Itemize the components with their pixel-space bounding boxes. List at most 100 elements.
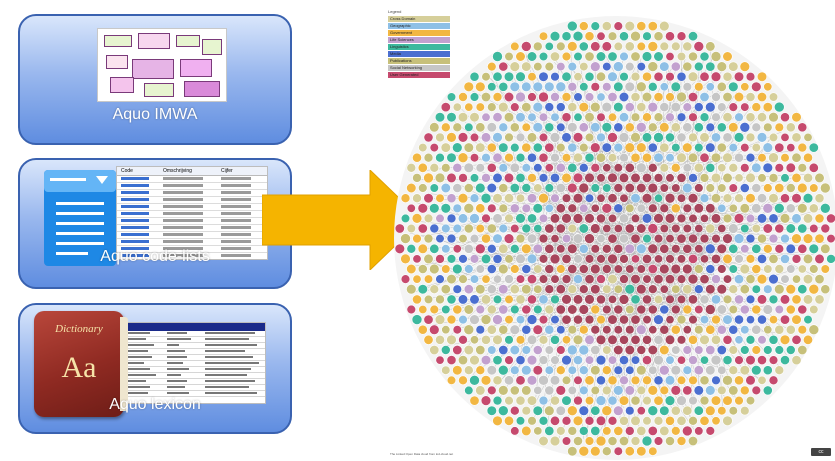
graph-node [400,213,411,223]
graph-node [613,21,624,31]
graph-node [636,264,646,274]
graph-node [602,304,612,315]
graph-node [463,344,474,356]
graph-node [463,162,475,174]
graph-node [532,81,544,93]
graph-node [618,132,630,143]
graph-node [642,274,652,284]
graph-node [435,334,445,345]
graph-node [561,213,572,224]
graph-node [538,294,549,305]
graph-node [486,223,497,234]
graph-node [464,264,474,274]
graph-node [509,122,520,133]
graph-node [584,334,595,345]
graph-node [693,162,704,173]
graph-node [538,415,549,426]
graph-node [734,375,744,386]
table-row [117,218,267,225]
graph-node [584,172,595,184]
graph-node [665,234,675,244]
graph-node [567,263,578,274]
graph-node [521,345,532,355]
graph-node [509,81,521,93]
graph-node [734,294,744,305]
graph-node [417,284,428,295]
graph-node [533,264,543,274]
graph-node [762,304,773,315]
graph-node [613,203,624,214]
graph-node [584,132,595,142]
graph-node [538,334,549,345]
graph-node [722,334,733,345]
graph-node [457,213,469,224]
graph-node [590,203,600,213]
graph-node [676,254,687,264]
graph-node [717,203,727,213]
graph-node [676,274,687,284]
graph-node [521,264,532,274]
graph-node [556,41,566,52]
graph-node [642,395,652,406]
graph-node [521,324,532,335]
graph-node [733,132,745,143]
graph-node [699,92,710,103]
graph-node [711,375,721,385]
graph-node [630,30,641,42]
graph-node [423,132,434,143]
graph-node [458,314,468,325]
graph-node [641,213,653,224]
graph-node [561,71,572,82]
graph-node [803,152,813,163]
graph-node [814,233,825,244]
graph-node [786,143,796,153]
graph-node [452,244,462,254]
graph-node [803,132,813,142]
graph-node [492,112,503,123]
graph-node [676,51,687,62]
graph-node [630,294,641,305]
graph-node [619,153,629,163]
graph-node [676,415,687,426]
graph-node [647,82,658,92]
graph-node [774,142,785,153]
graph-node [584,112,595,123]
graph-node [579,61,589,72]
graph-node [567,41,578,52]
graph-node [567,365,577,375]
graph-node [550,274,560,284]
graph-node [613,243,624,254]
graph-node [498,142,509,153]
graph-node [521,41,532,52]
graph-node [457,152,469,163]
graph-node [452,284,463,294]
graph-node [670,385,681,396]
graph-node [498,223,509,234]
graph-node [602,446,612,457]
graph-node [705,344,716,355]
graph-node [504,213,514,224]
graph-node [441,264,451,274]
graph-node [682,203,692,214]
graph-node [544,81,555,93]
graph-node [498,203,509,214]
graph-node [814,294,825,305]
graph-node [435,152,445,163]
graph-node [791,274,801,284]
graph-node [630,233,641,244]
graph-node [578,344,590,356]
graph-node [561,274,572,284]
graph-node [739,263,750,275]
graph-node [613,101,624,113]
graph-node [636,365,647,376]
graph-node [435,193,445,203]
graph-node [768,173,779,183]
graph-node [740,143,750,153]
graph-node [618,91,630,103]
graph-node [728,102,738,112]
graph-node [676,91,687,103]
graph-node [625,304,635,315]
graph-node [624,223,635,234]
graph-node [705,183,715,193]
graph-node [510,142,520,153]
